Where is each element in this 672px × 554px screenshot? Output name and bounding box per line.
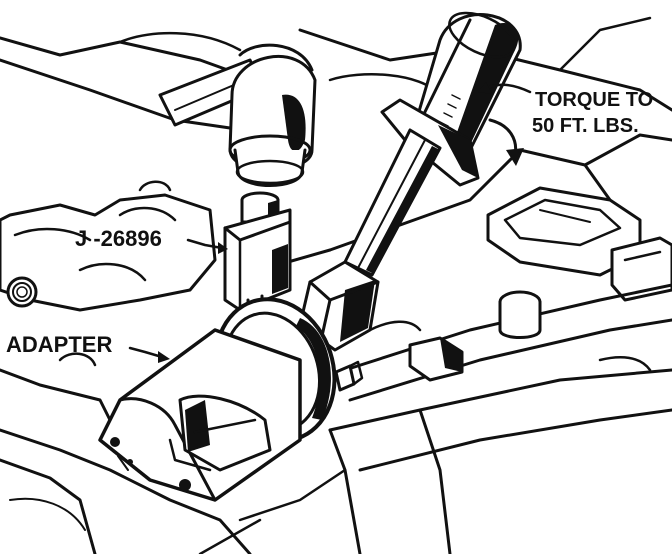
adapter-label: ADAPTER bbox=[6, 332, 112, 357]
tool-number-label: J -26896 bbox=[75, 226, 162, 251]
torque-label-line1: TORQUE TO bbox=[535, 89, 653, 111]
puller-tool-j26896 bbox=[223, 191, 292, 342]
callout-leaders bbox=[128, 82, 532, 363]
torque-label-line2: 50 FT. LBS. bbox=[532, 115, 639, 137]
transmission-case bbox=[0, 16, 672, 554]
adapter-assembly bbox=[98, 297, 364, 502]
mallet bbox=[158, 43, 317, 187]
